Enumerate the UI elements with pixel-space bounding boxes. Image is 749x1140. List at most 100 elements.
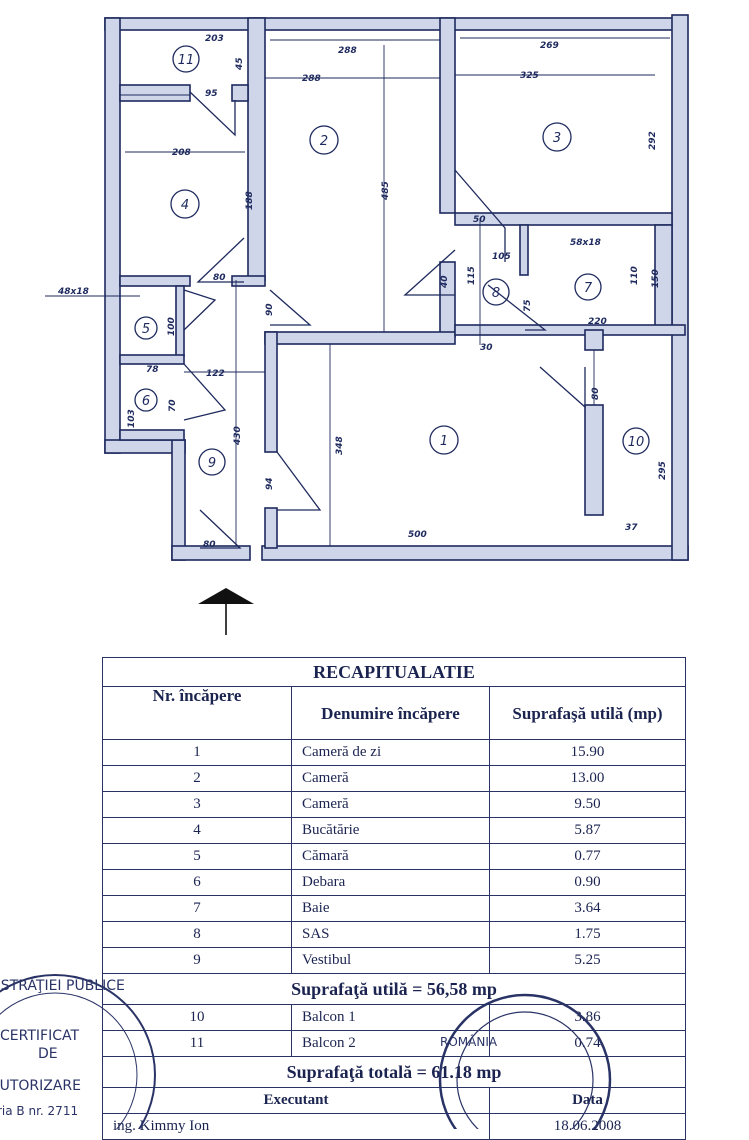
room-number: 1 (440, 434, 448, 449)
grand-total: Suprafaţă totală = 61.18 mp (102, 1056, 686, 1088)
dim-label: 78 (146, 365, 159, 375)
dimension-labels: 203 45 95 288 288 485 208 188 80 269 325… (57, 34, 668, 550)
room-name-cell: Balcon 2 (291, 1030, 490, 1057)
room-area-cell: 0.77 (489, 843, 686, 870)
dim-label: 80 (591, 387, 601, 400)
dim-label: 292 (648, 131, 658, 150)
stamp-text: Seria B nr. 2711 (0, 1104, 78, 1118)
room-number-cell: 5 (102, 843, 292, 870)
room-number-cell: 4 (102, 817, 292, 844)
dim-label: 288 (302, 74, 321, 84)
room-name-cell: Cameră (291, 791, 490, 818)
room-number-cell: 2 (102, 765, 292, 792)
dim-label: 203 (205, 34, 224, 44)
room-number: 10 (628, 435, 645, 450)
dim-label: 40 (440, 275, 450, 289)
room-labels: 1 2 3 4 5 6 7 8 9 10 11 (134, 45, 650, 476)
floor-plan: 1 2 3 4 5 6 7 8 9 10 11 203 45 95 288 28… (45, 14, 689, 635)
walls (104, 14, 689, 561)
dim-label: 100 (167, 317, 177, 336)
dim-label: 48x18 (57, 287, 89, 297)
dim-label: 105 (492, 252, 511, 262)
dimension-lines (45, 45, 655, 546)
room-number: 4 (181, 198, 189, 213)
door-swings (120, 37, 670, 549)
dim-label: 95 (205, 89, 218, 99)
dim-label: 110 (630, 266, 640, 285)
dim-label: 295 (658, 461, 668, 480)
dim-label: 94 (265, 477, 275, 490)
dim-label: 188 (245, 191, 255, 210)
dim-label: 58x18 (570, 238, 601, 248)
summary-table: RECAPITUALATIE Nr. încăpere Denumire înc… (102, 657, 686, 1140)
room-name-cell: Cameră de zi (291, 739, 490, 766)
room-area-cell: 3.64 (489, 895, 686, 922)
dim-label: 80 (213, 273, 226, 283)
room-number-cell: 8 (102, 921, 292, 948)
dim-label: 37 (625, 523, 638, 533)
table-title: RECAPITUALATIE (102, 657, 686, 687)
dim-label: 45 (235, 57, 245, 71)
room-number-cell: 10 (102, 1004, 292, 1031)
room-name-cell: SAS (291, 921, 490, 948)
room-number-cell: 9 (102, 947, 292, 974)
room-name-cell: Cameră (291, 765, 490, 792)
dim-label: 288 (338, 46, 357, 56)
dim-label: 150 (651, 269, 661, 288)
room-number-cell: 6 (102, 869, 292, 896)
dim-label: 325 (520, 71, 539, 81)
dim-label: 220 (588, 317, 607, 327)
column-header: Denumire încăpere (291, 686, 490, 740)
date-header: Data (489, 1087, 686, 1114)
room-name-cell: Bucătărie (291, 817, 490, 844)
dim-label: 75 (523, 299, 533, 312)
dim-label: 348 (335, 436, 345, 455)
room-number: 8 (492, 286, 500, 301)
dim-label: 80 (203, 540, 216, 550)
dim-label: 208 (172, 148, 191, 158)
room-area-cell: 0.90 (489, 869, 686, 896)
dim-label: 115 (467, 266, 477, 285)
dim-label: 485 (381, 181, 391, 201)
room-area-cell: 15.90 (489, 739, 686, 766)
date-value: 18.06.2008 (489, 1113, 686, 1140)
room-name-cell: Cămară (291, 843, 490, 870)
room-number-cell: 1 (102, 739, 292, 766)
dim-label: 430 (233, 426, 243, 446)
column-header: Suprafaşă utilă (mp) (489, 686, 686, 740)
stamp-text: CERTIFICAT (0, 1028, 79, 1044)
room-name-cell: Baie (291, 895, 490, 922)
room-number-cell: 3 (102, 791, 292, 818)
room-number: 7 (584, 281, 593, 296)
executant-name: ing. Kimmy Ion (102, 1113, 490, 1140)
room-number: 11 (178, 53, 195, 68)
room-number-cell: 7 (102, 895, 292, 922)
room-area-cell: 0.74 (489, 1030, 686, 1057)
dim-label: 269 (540, 41, 559, 51)
dim-label: 70 (168, 399, 178, 412)
room-number: 5 (142, 322, 150, 337)
room-number: 9 (208, 456, 216, 471)
dim-label: 122 (206, 369, 225, 379)
room-area-cell: 1.75 (489, 921, 686, 948)
room-area-cell: 13.00 (489, 765, 686, 792)
room-area-cell: 3.86 (489, 1004, 686, 1031)
column-header: Nr. încăpere (102, 686, 292, 740)
stamp-text: AUTORIZARE (0, 1078, 81, 1094)
dim-label: 50 (473, 215, 486, 225)
useful-area-total: Suprafaţă utilă = 56,58 mp (102, 973, 686, 1005)
executant-header: Executant (102, 1087, 490, 1114)
room-area-cell: 5.25 (489, 947, 686, 974)
room-name-cell: Balcon 1 (291, 1004, 490, 1031)
room-name-cell: Debara (291, 869, 490, 896)
entrance-arrow-icon (198, 588, 254, 635)
